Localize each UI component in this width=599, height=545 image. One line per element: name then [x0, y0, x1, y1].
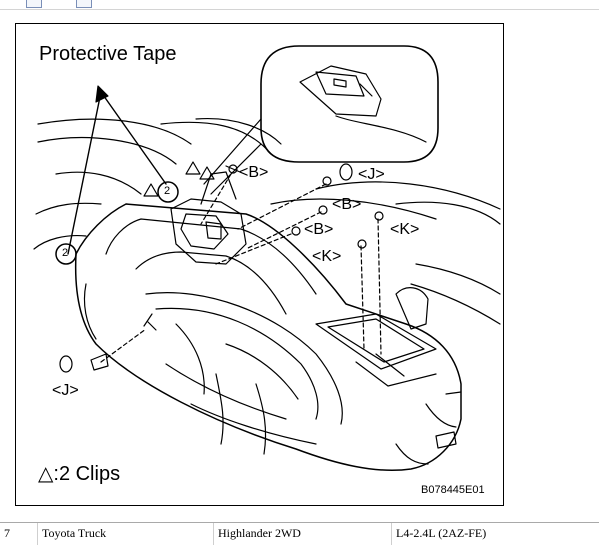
label-b: <B>: [239, 164, 269, 181]
label-k: <K>: [312, 248, 342, 265]
footer-bar: 7 Toyota Truck Highlander 2WD L4-2.4L (2…: [0, 522, 599, 545]
toolbar-tab[interactable]: [76, 0, 92, 8]
label-b: <B>: [332, 196, 362, 213]
console-drawing: [33, 45, 501, 472]
footer-page-number: 7: [4, 526, 10, 540]
clip-count-label: 2: [62, 247, 69, 259]
toolbar-tab[interactable]: [26, 0, 42, 8]
label-j: <J>: [358, 166, 385, 183]
footer-engine: L4-2.4L (2AZ-FE): [391, 523, 599, 545]
footer-model: Highlander 2WD: [213, 523, 391, 545]
protective-tape-label: Protective Tape: [39, 43, 177, 65]
clip-count-label: 2: [164, 185, 171, 197]
label-b: <B>: [304, 221, 334, 238]
footer-make: Toyota Truck: [37, 523, 213, 545]
clips-legend: △:2 Clips: [38, 463, 121, 485]
label-j: <J>: [52, 382, 79, 399]
diagram-figure: Protective Tape <B> <J> <B> <B> <K> <K> …: [15, 23, 504, 506]
figure-code: B078445E01: [421, 484, 485, 496]
top-strip: [0, 0, 599, 10]
label-k: <K>: [390, 221, 420, 238]
